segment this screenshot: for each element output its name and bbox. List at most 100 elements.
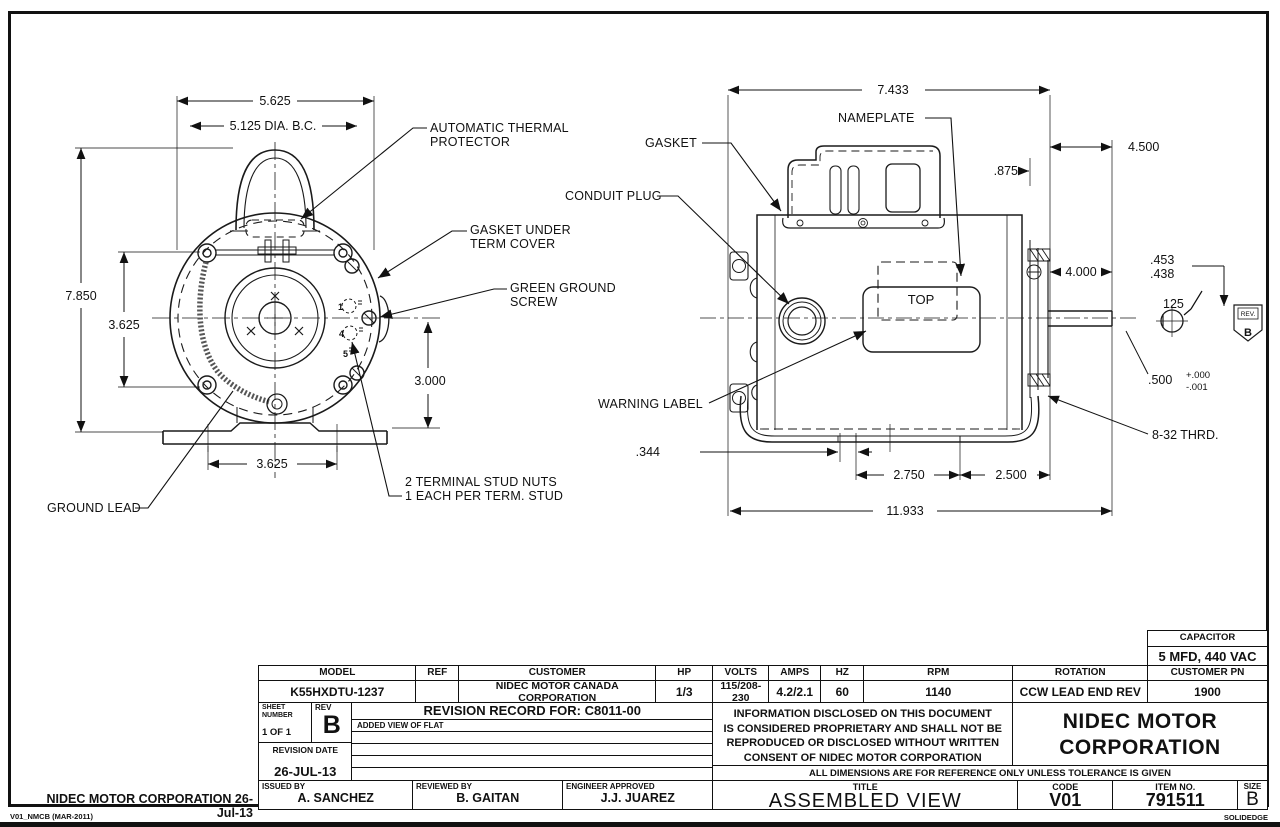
- revision-record-title: REVISION RECORD FOR: C8011-00: [351, 702, 714, 720]
- val-amps: 4.2/2.1: [768, 680, 822, 704]
- dim-bolt-span-v: 3.625: [108, 318, 139, 332]
- dim-body-length: 7.433: [877, 83, 908, 97]
- top-label: TOP: [908, 292, 935, 307]
- size-label: SIZE: [1243, 782, 1262, 791]
- reviewed-by-label: REVIEWED BY: [416, 782, 473, 791]
- val-model: K55HXDTU-1237: [258, 680, 417, 704]
- reviewed-by-cell: REVIEWED BY B. GAITAN: [412, 780, 564, 810]
- dim-flat-max: .453: [1150, 253, 1174, 267]
- rev-flag: [1233, 304, 1263, 342]
- val-customer-pn: 1900: [1147, 680, 1268, 704]
- dim-tol-minus: -.001: [1186, 382, 1208, 393]
- bottom-edge: [0, 822, 1280, 827]
- mounting-base: [162, 407, 388, 452]
- corner-stamp: NIDEC MOTOR CORPORATION 26-Jul-13: [46, 792, 254, 820]
- val-volts: 115/208-230: [712, 680, 770, 704]
- code-cell: CODE V01: [1017, 780, 1114, 810]
- dim-hub-width: .875: [994, 164, 1018, 178]
- dim-slot: .344: [636, 445, 660, 459]
- code-label: CODE: [1052, 782, 1079, 792]
- nameplate-label: NAMEPLATE: [838, 111, 915, 125]
- form-number: V01_NMCB (MAR-2011): [10, 812, 93, 821]
- dim-tol-plus: +.000: [1186, 370, 1210, 381]
- dim-bolt-circle: 5.125 DIA. B.C.: [230, 119, 317, 133]
- warning-label-rect: [862, 286, 981, 353]
- rev-cell: REV B: [311, 702, 353, 744]
- warning-label-label: WARNING LABEL: [598, 397, 703, 411]
- through-bolts: [197, 243, 353, 395]
- engineer-approved-value: J.J. JUAREZ: [600, 791, 675, 805]
- stud-note-label-1: 2 TERMINAL STUD NUTS: [405, 475, 557, 489]
- dim-thread: 8-32 THRD.: [1152, 428, 1218, 442]
- proprietary-note: INFORMATION DISCLOSED ON THIS DOCUMENT I…: [712, 702, 1014, 767]
- thermal-protector-label-2: PROTECTOR: [430, 135, 510, 149]
- side-view-callouts: GASKET NAMEPLATE CONDUIT PLUG WARNING LA…: [565, 111, 915, 411]
- cad-system-label: SOLIDEDGE: [1223, 813, 1268, 822]
- val-ref: [415, 680, 460, 704]
- val-rotation: CCW LEAD END REV: [1012, 680, 1149, 704]
- capacitor-value: 5 MFD, 440 VAC: [1147, 645, 1268, 667]
- dim-span-a: 2.750: [893, 468, 924, 482]
- dim-shaft-ext: 4.500: [1128, 140, 1159, 154]
- green-ground-screw-label-1: GREEN GROUND: [510, 281, 616, 295]
- item-no-value: 791511: [1145, 790, 1205, 810]
- front-view-callouts: AUTOMATIC THERMAL PROTECTOR GASKET UNDER…: [47, 121, 616, 515]
- rev-label: REV: [315, 703, 332, 712]
- val-hz: 60: [820, 680, 865, 704]
- dim-shaft-height: 3.000: [414, 374, 445, 388]
- terminal-studs: [341, 298, 363, 352]
- green-ground-screw-label-2: SCREW: [510, 295, 558, 309]
- val-customer: NIDEC MOTOR CANADA CORPORATION: [458, 680, 657, 704]
- dim-span-b: 2.500: [995, 468, 1026, 482]
- front-view-dimension-text: 5.625 5.125 DIA. B.C. 7.850 3.625 3.000 …: [65, 94, 445, 471]
- capacitor-header: CAPACITOR: [1147, 630, 1268, 647]
- dim-overall-length: 11.933: [886, 504, 923, 518]
- front-view-dimensions: [75, 96, 440, 470]
- nameplate-rect: [877, 261, 958, 321]
- side-view-dimensions: [700, 85, 1229, 516]
- revision-date-value: 26-JUL-13: [274, 764, 337, 779]
- code-value: V01: [1049, 790, 1082, 810]
- revision-date-cell: REVISION DATE 26-JUL-13: [258, 742, 353, 782]
- terminal-5-label: 5: [343, 349, 348, 359]
- gasket-under-cover-label-2: TERM COVER: [470, 237, 555, 251]
- dim-overall-width: 5.625: [259, 94, 290, 108]
- engineer-approved-label: ENGINEER APPROVED: [566, 782, 655, 791]
- size-cell: SIZE B: [1237, 780, 1268, 810]
- resilient-base: [739, 395, 1040, 452]
- terminal-4-label: 4: [339, 329, 344, 339]
- issued-by-cell: ISSUED BY A. SANCHEZ: [258, 780, 414, 810]
- issued-by-value: A. SANCHEZ: [297, 791, 374, 805]
- title-cell: TITLE ASSEMBLED VIEW: [712, 780, 1019, 811]
- dim-finish: 125: [1163, 297, 1184, 311]
- engineer-approved-cell: ENGINEER APPROVED J.J. JUAREZ: [562, 780, 714, 810]
- side-view-leaders: [660, 117, 966, 404]
- front-view: [152, 142, 442, 478]
- lifting-dome: [235, 149, 315, 231]
- sheet-value: 1 OF 1: [262, 727, 292, 738]
- conduit-plug: [778, 297, 826, 345]
- dim-flat-min: .438: [1150, 267, 1174, 281]
- title-label: TITLE: [852, 782, 878, 792]
- shaft-flat-view: [1156, 305, 1188, 337]
- reviewed-by-value: B. GAITAN: [456, 791, 520, 805]
- rev-flag-label: REV.: [1241, 311, 1256, 318]
- terminal-cover: [782, 145, 945, 229]
- sheet-label: SHEET: [262, 704, 286, 711]
- rev-value: B: [322, 711, 341, 739]
- revision-date-label: REVISION DATE: [272, 745, 339, 755]
- gasket-label: GASKET: [645, 136, 697, 150]
- dim-overall-height: 7.850: [65, 289, 96, 303]
- ground-lead-label: GROUND LEAD: [47, 501, 141, 515]
- dim-shaft-dia: .500: [1148, 373, 1172, 387]
- company-name: NIDEC MOTOR CORPORATION: [1012, 702, 1268, 767]
- side-view-dimension-text: 7.433 4.500 .875 4.000 .453 .438 125 .50…: [636, 83, 1256, 518]
- dim-foot-span: 3.625: [256, 457, 287, 471]
- shaft: [1048, 310, 1113, 327]
- gasket-under-cover-label-1: GASKET UNDER: [470, 223, 571, 237]
- ground-strap: [197, 261, 271, 405]
- front-view-leaders: [135, 127, 507, 509]
